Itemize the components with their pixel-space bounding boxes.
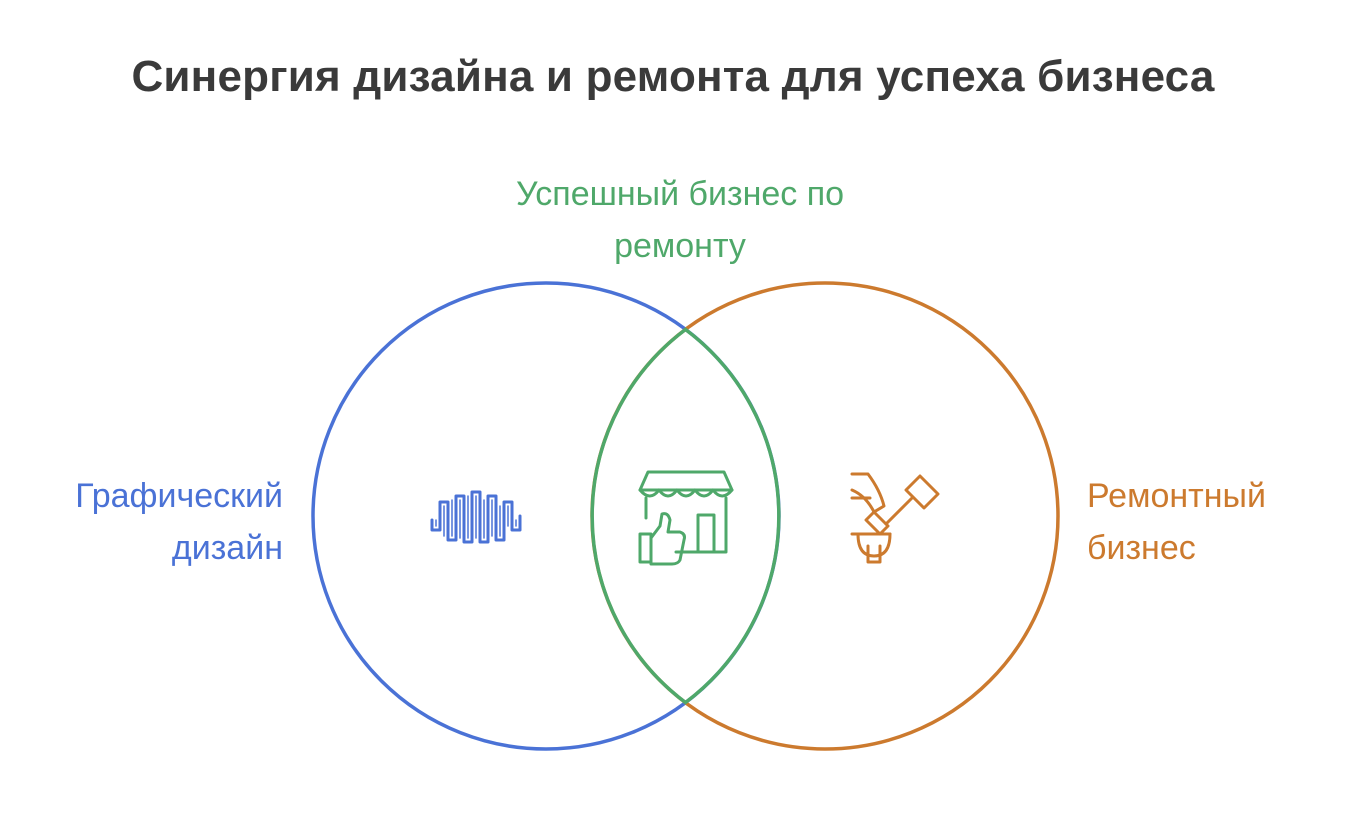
right-set-label-line2: бизнес	[1087, 529, 1196, 567]
overlap-label-line2: ремонту	[614, 227, 746, 265]
left-set-label-line1: Графический	[75, 477, 283, 515]
left-set-label-line2: дизайн	[171, 529, 283, 567]
waveform-icon	[430, 490, 522, 544]
overlap-lens	[590, 327, 781, 705]
overlap-label-line1: Успешный бизнес по	[515, 175, 845, 213]
right-set-label: Ремонтный бизнес	[1087, 470, 1337, 574]
repair-tools-icon	[850, 472, 940, 564]
overlap-label: Успешный бизнес по ремонту	[430, 168, 930, 272]
left-set-label: Графический дизайн	[0, 470, 283, 574]
page-title: Синергия дизайна и ремонта для успеха би…	[131, 52, 1215, 101]
storefront-thumbs-up-icon	[638, 470, 734, 566]
right-set-label-line1: Ремонтный	[1087, 477, 1266, 515]
